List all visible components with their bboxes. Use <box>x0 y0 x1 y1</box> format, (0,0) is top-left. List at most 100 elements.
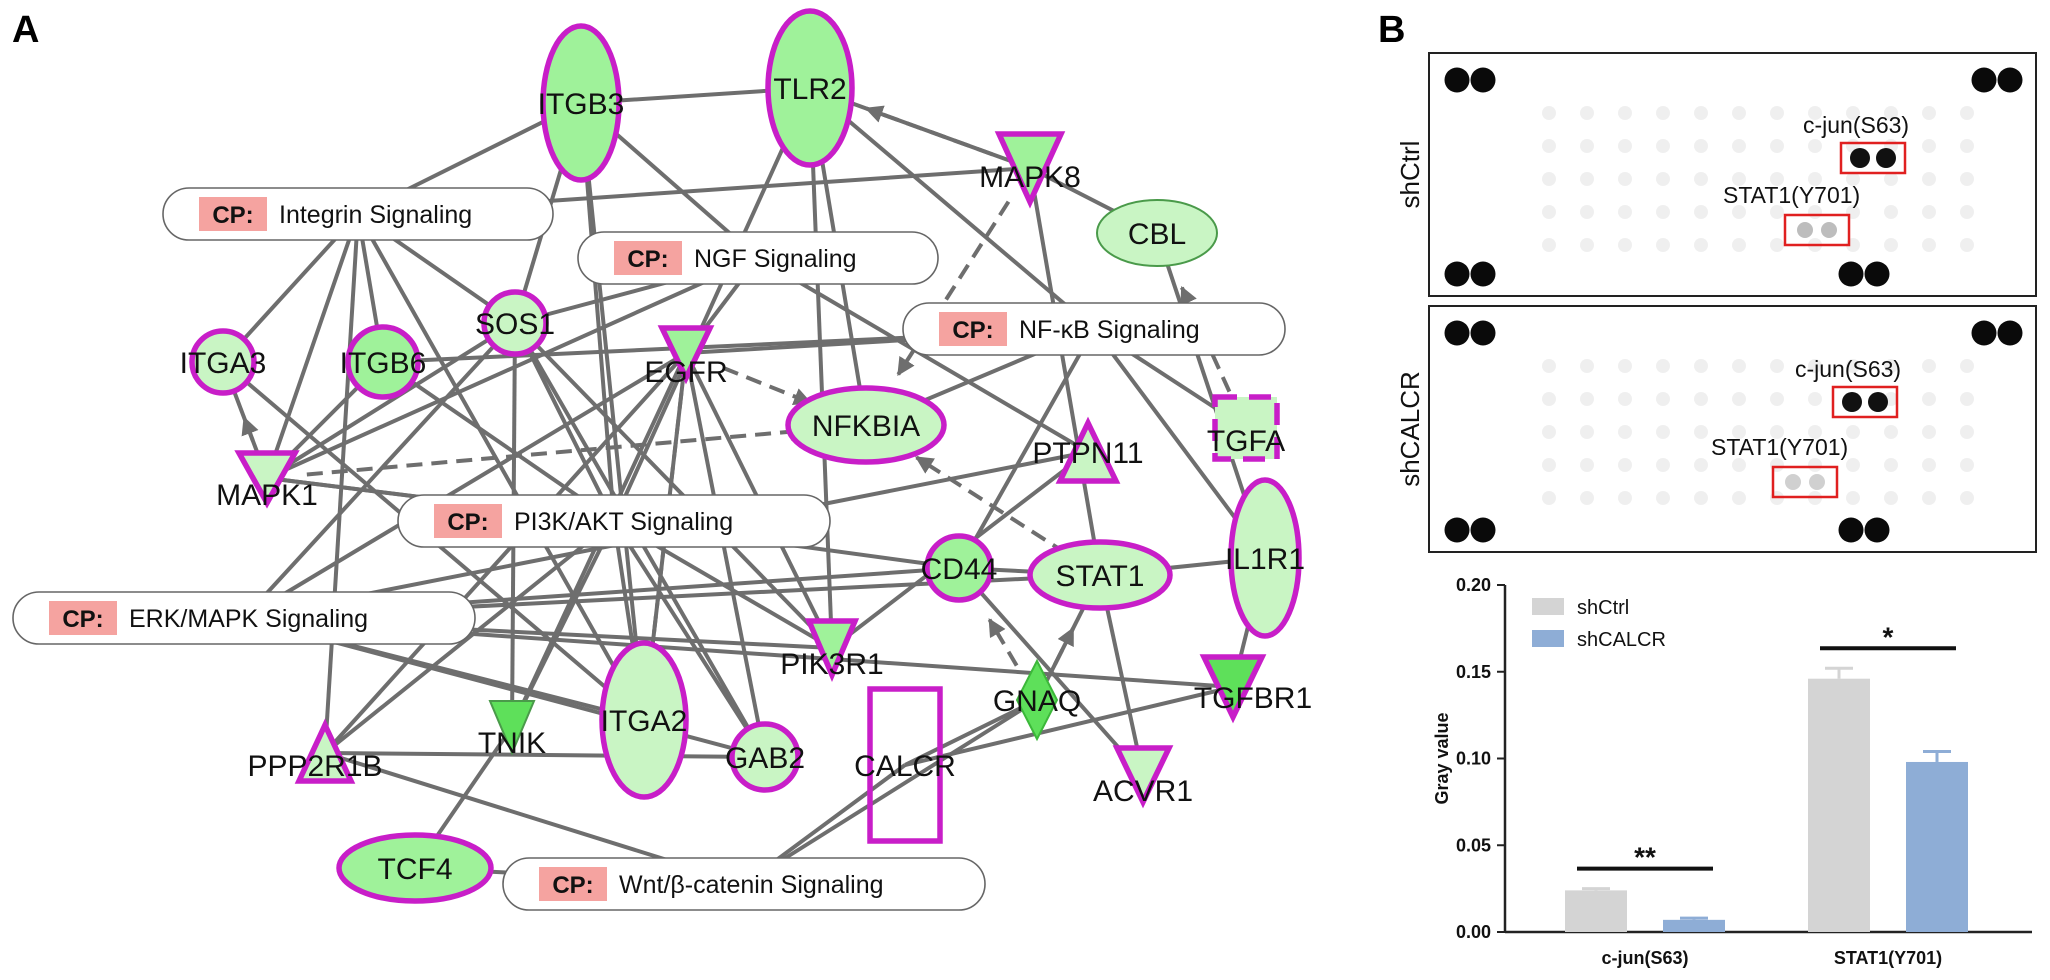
background-spot <box>1922 491 1936 505</box>
node-shape <box>345 324 421 400</box>
network-edge <box>510 520 616 728</box>
pathway-pill <box>12 591 476 645</box>
node-shape <box>867 686 943 844</box>
background-spot <box>1770 359 1784 373</box>
node-shape <box>1112 745 1174 809</box>
background-spot <box>1770 172 1784 186</box>
network-arrow <box>306 422 809 477</box>
background-spot <box>1732 106 1746 120</box>
background-spot <box>1656 106 1670 120</box>
node-label: GAB2 <box>725 742 805 775</box>
background-spot <box>1808 425 1822 439</box>
background-spot <box>1960 172 1974 186</box>
background-spot <box>1884 425 1898 439</box>
background-spot <box>1618 172 1632 186</box>
background-spot <box>1808 172 1822 186</box>
background-spot <box>1542 425 1556 439</box>
network-edge <box>324 751 766 759</box>
cjun-label: c-jun(S63) <box>1795 356 1901 382</box>
node-shape <box>804 618 860 683</box>
reference-spot <box>1470 320 1496 346</box>
background-spot <box>1580 205 1594 219</box>
pathway-label: NF-κB Signaling <box>1019 316 1200 344</box>
background-spot <box>1770 139 1784 153</box>
background-spot <box>1580 139 1594 153</box>
gene-node-cbl: CBL <box>1096 199 1218 267</box>
pathway-label: ERK/MAPK Signaling <box>129 605 368 633</box>
gene-node-itgb3: ITGB3 <box>538 23 624 183</box>
background-spot <box>1580 392 1594 406</box>
background-spot <box>1656 491 1670 505</box>
reference-spot <box>1971 320 1997 346</box>
background-spot <box>1694 106 1708 120</box>
background-spot <box>1656 425 1670 439</box>
network-edge <box>265 321 517 480</box>
node-label: TGFBR1 <box>1194 682 1312 715</box>
background-spot <box>1618 491 1632 505</box>
background-spot <box>1732 425 1746 439</box>
background-spot <box>1922 359 1936 373</box>
background-spot <box>1846 106 1860 120</box>
node-label: EGFR <box>644 356 727 389</box>
pathway-box-ngf: CP:NGF Signaling <box>577 231 939 285</box>
network-edge <box>323 351 688 755</box>
background-spot <box>1732 491 1746 505</box>
node-shape <box>481 289 549 357</box>
cjun-highlight-box <box>1839 141 1907 175</box>
node-shape <box>765 8 855 168</box>
network-edge <box>684 352 767 758</box>
node-label: CBL <box>1128 218 1186 251</box>
background-spot <box>1542 359 1556 373</box>
cp-badge-label: CP: <box>447 509 488 536</box>
cp-badge <box>614 241 682 275</box>
background-spot <box>1732 238 1746 252</box>
network-arrow <box>1053 626 1075 666</box>
background-spot <box>1618 425 1632 439</box>
y-tick-label: 0.20 <box>1456 575 1491 595</box>
network-edge <box>957 566 1145 777</box>
background-spot <box>1808 106 1822 120</box>
node-label: ITGA2 <box>601 705 688 738</box>
reference-spot <box>1997 320 2023 346</box>
background-spot <box>1618 205 1632 219</box>
node-shape <box>729 721 801 793</box>
gene-node-ptpn11: PTPN11 <box>1032 416 1144 484</box>
background-spot <box>1580 491 1594 505</box>
node-label: NFKBIA <box>812 410 920 443</box>
background-spot <box>1694 139 1708 153</box>
gene-node-stat1: STAT1 <box>1027 539 1173 611</box>
background-spot <box>1618 106 1632 120</box>
network-arrow <box>914 455 1068 556</box>
stat1-label: STAT1(Y701) <box>1711 434 1848 460</box>
background-spot <box>1542 205 1556 219</box>
cp-badge <box>199 197 267 231</box>
node-label: MAPK1 <box>216 479 318 512</box>
node-label: SOS1 <box>475 308 555 341</box>
gene-node-tlr2: TLR2 <box>765 8 855 168</box>
network-arrow <box>722 365 812 406</box>
background-spot <box>1732 205 1746 219</box>
pathway-box-pi3k: CP:PI3K/AKT Signaling <box>397 494 831 548</box>
cjun-spot <box>1850 148 1870 168</box>
gene-node-tnik: TNIK <box>478 700 546 760</box>
bar-shcalcr-0 <box>1663 919 1725 932</box>
legend-swatch-shcalcr <box>1532 630 1564 647</box>
background-spot <box>1922 106 1936 120</box>
node-shape <box>1228 477 1302 639</box>
background-spot <box>1694 238 1708 252</box>
background-spot <box>1732 172 1746 186</box>
node-shape <box>336 832 494 904</box>
gene-node-ppp2r1b: PPP2R1B <box>247 718 383 784</box>
background-spot <box>1884 205 1898 219</box>
gene-node-acvr1: ACVR1 <box>1093 745 1193 809</box>
node-label: GNAQ <box>993 685 1081 718</box>
gene-node-calcr: CALCR <box>854 686 956 844</box>
background-spot <box>1922 458 1936 472</box>
background-spot <box>1960 106 1974 120</box>
gene-node-tgfa: TGFA <box>1207 394 1285 462</box>
reference-spot <box>1838 517 1864 543</box>
network-edge <box>742 698 1039 886</box>
stat1-spot <box>1809 474 1825 490</box>
y-tick-label: 0.05 <box>1456 835 1491 855</box>
